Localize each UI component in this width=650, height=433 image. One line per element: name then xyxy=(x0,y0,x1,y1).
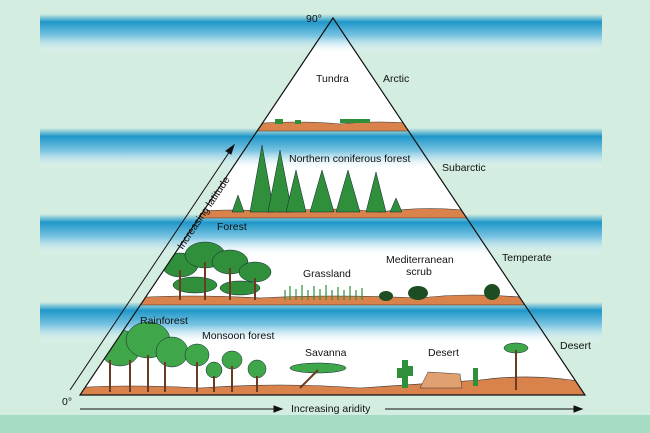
zone-temperate: Temperate xyxy=(502,252,552,264)
zone-desert: Desert xyxy=(560,340,591,352)
biome-savanna: Savanna xyxy=(305,347,347,359)
biome-northern-coniferous-forest: Northern coniferous forest xyxy=(289,153,411,165)
biome-desert: Desert xyxy=(428,347,459,359)
axis-arrows xyxy=(69,143,584,413)
pyramid-outline xyxy=(78,16,587,396)
biome-monsoon-forest: Monsoon forest xyxy=(202,330,275,342)
origin-label: 0° xyxy=(62,396,73,408)
biome-tundra: Tundra xyxy=(316,73,349,85)
zone-arctic: Arctic xyxy=(383,73,410,85)
vegetation xyxy=(99,119,529,392)
biome-mediterranean-scrub: Mediterranean scrub xyxy=(386,254,454,278)
zone-subarctic: Subarctic xyxy=(442,162,486,174)
aridity-axis-label: Increasing aridity xyxy=(291,403,371,415)
biome-forest: Forest xyxy=(217,221,247,233)
biome-rainforest: Rainforest xyxy=(140,315,188,327)
apex-label: 90° xyxy=(306,13,322,25)
bottom-strip xyxy=(0,415,650,433)
sky-bands xyxy=(40,14,602,344)
biome-grassland: Grassland xyxy=(303,268,351,280)
